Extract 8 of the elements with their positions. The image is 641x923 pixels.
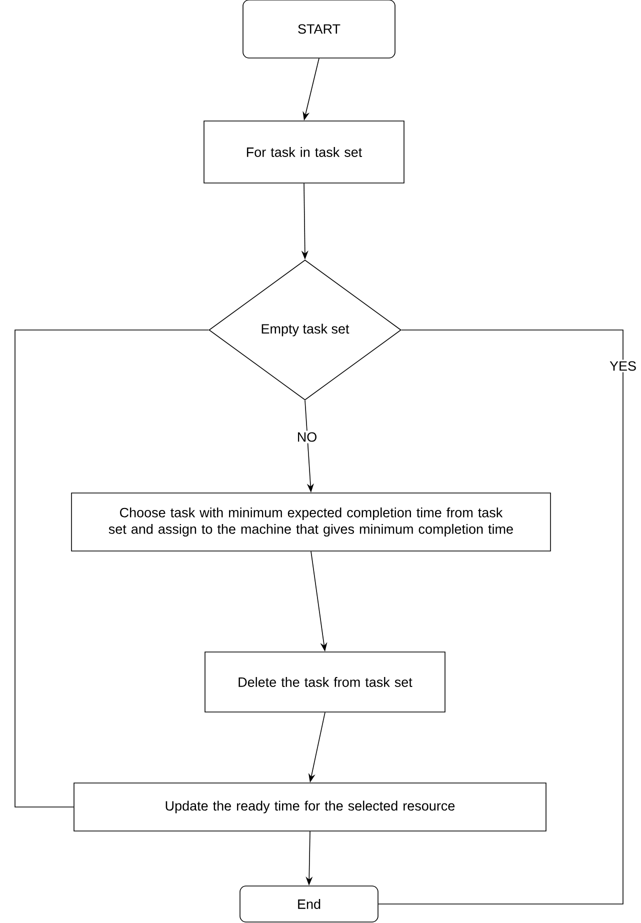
process-box: Update the ready time for the selected resource bbox=[74, 782, 546, 832]
terminal-box: End bbox=[240, 886, 378, 922]
edge-label: NO bbox=[295, 430, 319, 444]
process-box: For task in task set bbox=[204, 120, 404, 184]
process-box: Delete the task from task set bbox=[204, 652, 446, 712]
terminal-box: START bbox=[242, 0, 396, 58]
edge-label: YES bbox=[608, 360, 638, 372]
process-box: Choose task with minimum expected completion time from task set and assign to the machine that gives minimum completion time bbox=[71, 492, 551, 552]
